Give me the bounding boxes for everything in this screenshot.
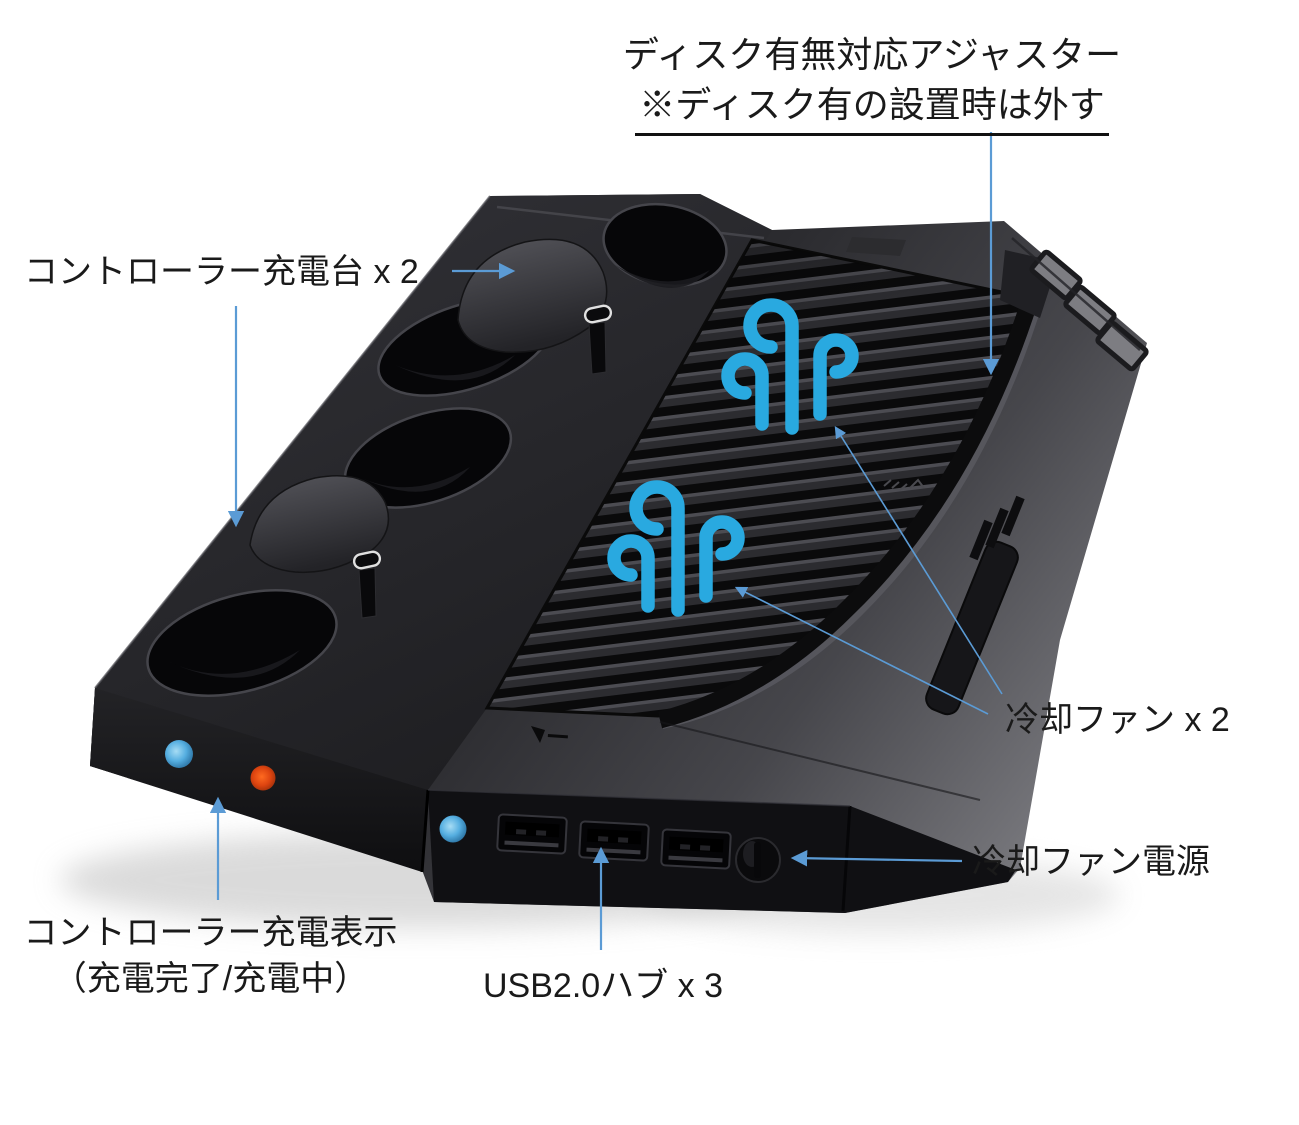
platform-left-edge-highlight — [94, 195, 491, 689]
label-disc-adjuster-line1: ディスク有無対応アジャスター — [622, 34, 1122, 75]
dock-recess-4 — [146, 589, 338, 697]
corner-bevel-line — [1011, 237, 1141, 351]
usb-port-3 — [660, 828, 732, 870]
vent-shading — [487, 240, 1026, 716]
label-controller-dock: コントローラー充電台 x 2 — [24, 253, 419, 291]
usb-port-2 — [578, 820, 650, 862]
fan-power-button — [735, 837, 781, 883]
wind-icon-1 — [721, 298, 859, 435]
face-step-edge — [420, 789, 430, 873]
label-charge-indicator: コントローラー充電表示 （充電完了/充電中） — [18, 910, 403, 1002]
etched-mark — [883, 478, 925, 491]
charge-led-orange — [250, 765, 276, 791]
recess-inner-shadows — [165, 265, 710, 678]
callout-arrows — [209, 132, 1003, 950]
usb-port-1 — [496, 813, 568, 855]
label-disc-adjuster: ディスク有無対応アジャスター ※ディスク有の設置時は外す — [612, 30, 1132, 136]
label-charge-indicator-line2: （充電完了/充電中） — [52, 960, 369, 998]
dock-hump-1 — [457, 238, 608, 354]
fan-led-blue — [439, 815, 467, 843]
label-cooling-fan: 冷却ファン x 2 — [1005, 701, 1230, 739]
side-vent-slots — [969, 495, 1025, 561]
deck-mark — [531, 726, 568, 743]
wind-icon-2 — [607, 480, 745, 617]
arrow-fan-1 — [834, 425, 1003, 695]
front-top-edge — [427, 789, 851, 807]
deck-crease — [659, 721, 981, 801]
usb-c-pin-2 — [352, 550, 382, 619]
arrow-fan-power — [790, 849, 963, 867]
label-fan-power: 冷却ファン電源 — [972, 843, 1210, 881]
charging-stand — [90, 194, 1149, 913]
back-edge-tab — [846, 237, 906, 256]
label-disc-adjuster-line2: ※ディスク有の設置時は外す — [612, 80, 1132, 136]
label-usb-hub: USB2.0ハブ x 3 — [483, 967, 723, 1005]
charge-led-blue — [165, 740, 193, 768]
arrow-fan-2 — [734, 586, 989, 715]
label-charge-indicator-line1: コントローラー充電表示 — [23, 914, 398, 952]
usb-c-pin-1 — [583, 304, 613, 375]
dock-hump-2 — [249, 475, 390, 574]
